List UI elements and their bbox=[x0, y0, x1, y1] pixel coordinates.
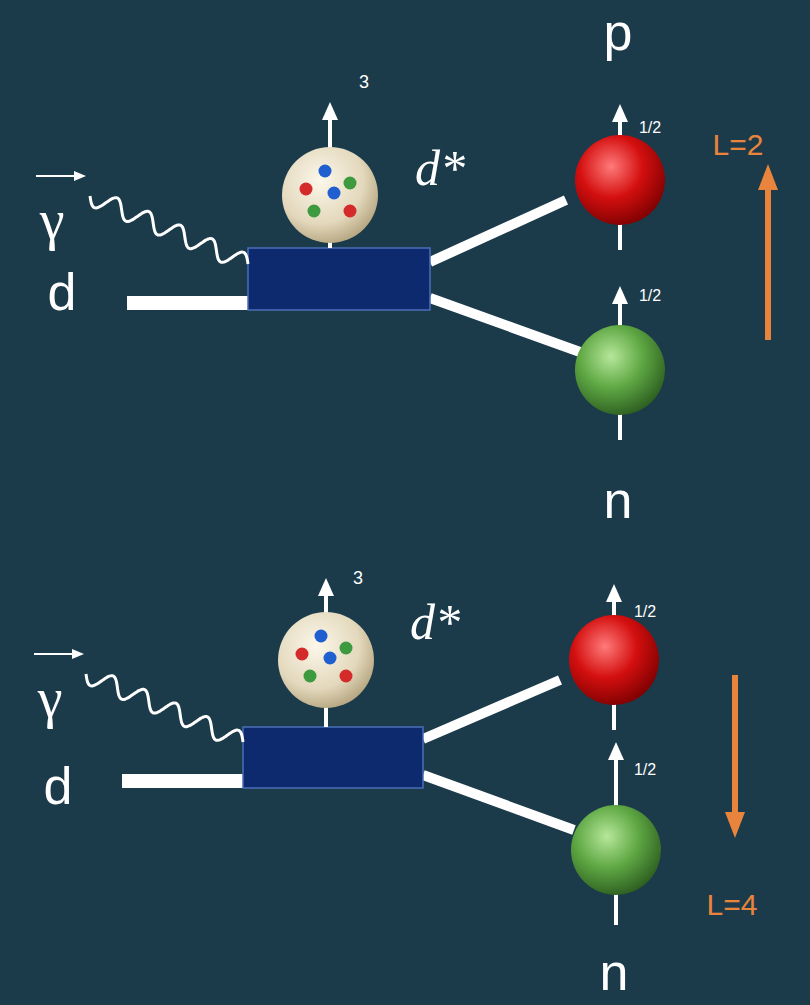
dibaryon-sphere: d* bbox=[282, 147, 378, 243]
spin-arrowhead bbox=[606, 584, 622, 602]
polarization-arrowhead bbox=[74, 171, 86, 181]
quark-dot bbox=[340, 670, 353, 683]
photon-wave bbox=[86, 674, 243, 742]
sphere-outline bbox=[282, 147, 378, 243]
spin-value: 1/2 bbox=[639, 120, 661, 136]
neutron-line bbox=[430, 298, 580, 352]
quark-dot bbox=[340, 642, 353, 655]
sphere-outline bbox=[575, 325, 665, 415]
quark-dot bbox=[308, 205, 321, 218]
quark-dot bbox=[324, 652, 337, 665]
deuteron-line bbox=[122, 774, 243, 788]
deuteron-symbol: d bbox=[44, 760, 73, 812]
quark-dot bbox=[344, 205, 357, 218]
spin-arrowhead bbox=[608, 742, 624, 760]
orbital-momentum: L=4 bbox=[707, 890, 758, 920]
spin-value: 3 bbox=[353, 569, 363, 587]
orbital-arrow bbox=[765, 186, 771, 340]
photon-wave bbox=[90, 196, 248, 264]
spin-value: 1/2 bbox=[639, 288, 661, 304]
spin-arrowhead bbox=[612, 104, 628, 122]
photon-symbol: γ bbox=[38, 670, 63, 726]
spin-value: 1/2 bbox=[634, 762, 656, 778]
quark-dot bbox=[296, 648, 309, 661]
dibaryon-sphere: d* bbox=[278, 612, 374, 708]
quark-dot bbox=[315, 630, 328, 643]
sphere bbox=[575, 135, 665, 225]
quark-dot bbox=[319, 165, 332, 178]
deuteron-symbol: d bbox=[48, 266, 77, 318]
proton-line bbox=[430, 200, 566, 262]
interaction-box bbox=[243, 727, 423, 788]
orbital-arrow bbox=[732, 675, 738, 816]
polarization-arrow bbox=[34, 653, 74, 655]
polarization-arrow bbox=[36, 175, 76, 177]
sphere-outline bbox=[571, 805, 661, 895]
interaction-box bbox=[248, 248, 430, 310]
neutron-line bbox=[423, 775, 574, 830]
particle-name: d* bbox=[415, 143, 465, 193]
orbital-arrowhead bbox=[725, 812, 745, 838]
particle-name: p bbox=[604, 6, 633, 58]
sphere bbox=[278, 612, 374, 708]
sphere-outline bbox=[278, 612, 374, 708]
proton-sphere: p bbox=[575, 135, 665, 225]
sphere bbox=[282, 147, 378, 243]
neutron-sphere: n bbox=[571, 805, 661, 895]
particle-name: n bbox=[600, 946, 629, 998]
quark-dot bbox=[328, 187, 341, 200]
quark-dot bbox=[344, 177, 357, 190]
spin-value: 1/2 bbox=[634, 604, 656, 620]
quark-dot bbox=[300, 183, 313, 196]
sphere bbox=[575, 325, 665, 415]
spin-arrowhead bbox=[612, 286, 628, 304]
neutron-sphere: n bbox=[575, 325, 665, 415]
spin-value: 3 bbox=[359, 73, 369, 91]
particle-name: d* bbox=[410, 597, 460, 647]
orbital-arrowhead bbox=[758, 164, 778, 190]
spin-arrowhead bbox=[318, 578, 334, 596]
quark-dot bbox=[304, 670, 317, 683]
particle-name: n bbox=[604, 474, 633, 526]
polarization-arrowhead bbox=[72, 649, 84, 659]
orbital-momentum: L=2 bbox=[713, 130, 764, 160]
deuteron-line bbox=[127, 296, 249, 310]
spin-arrowhead bbox=[322, 102, 338, 120]
sphere bbox=[571, 805, 661, 895]
proton-line bbox=[423, 680, 560, 739]
sphere-outline bbox=[575, 135, 665, 225]
photon-symbol: γ bbox=[40, 192, 65, 248]
proton-sphere bbox=[569, 615, 659, 705]
